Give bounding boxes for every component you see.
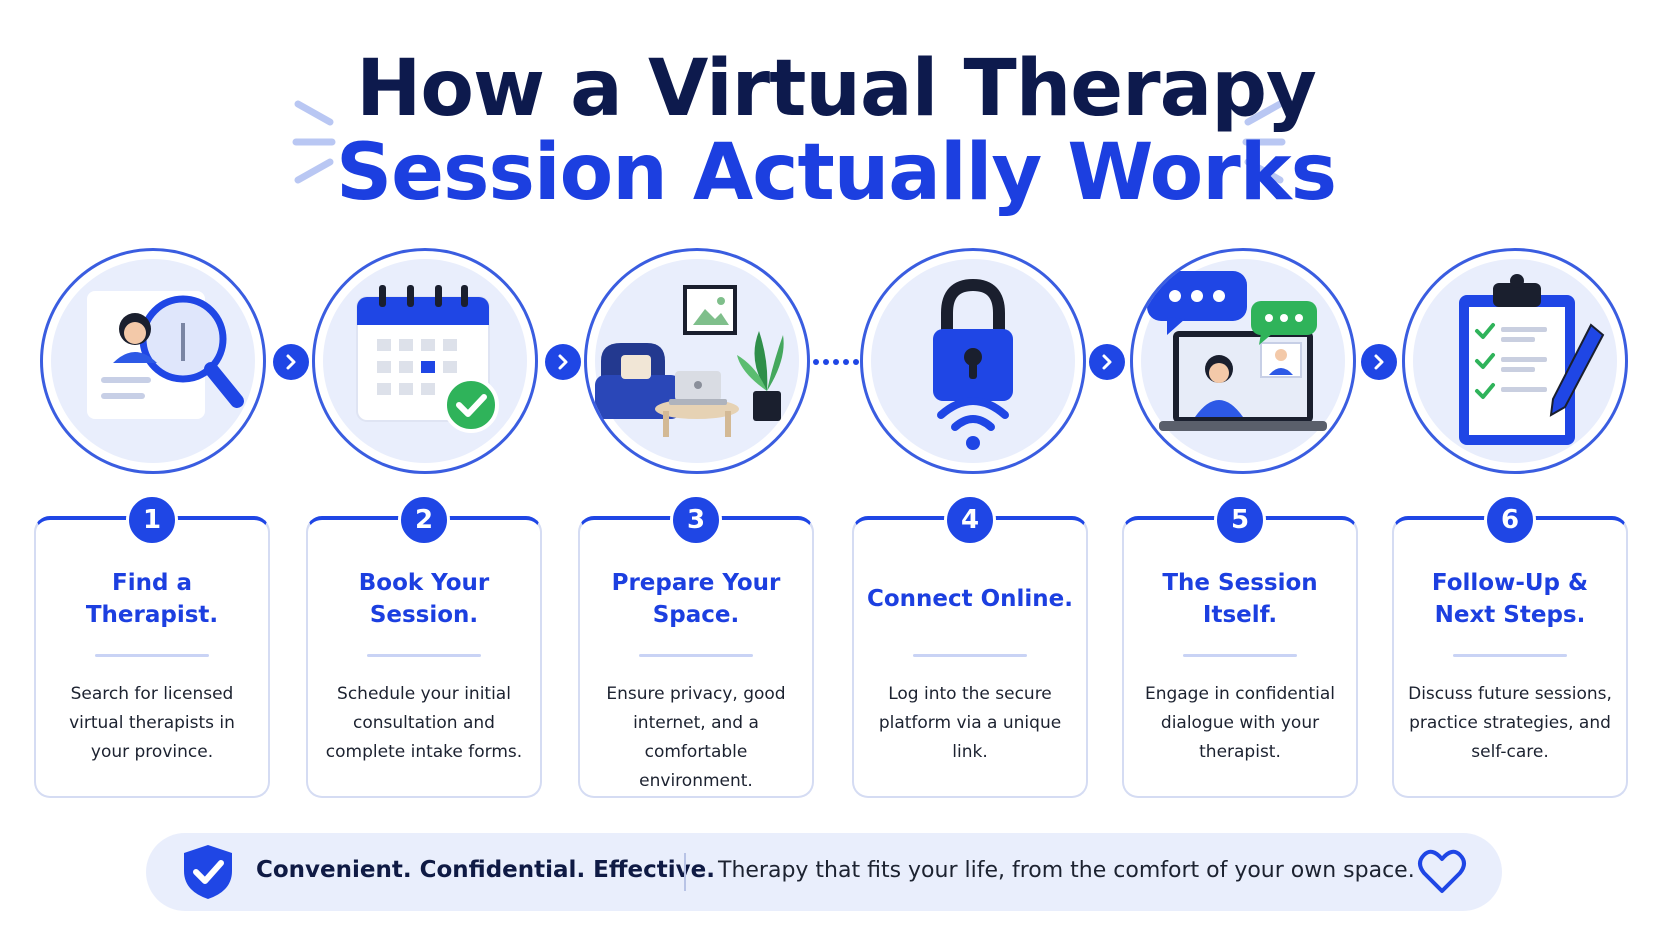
step-card-1: 1 Find a Therapist. Search for licensed … xyxy=(34,494,270,798)
step-card-5: 5 The Session Itself. Engage in confiden… xyxy=(1122,494,1358,798)
step-card-6: 6 Follow-Up & Next Steps. Discuss future… xyxy=(1392,494,1628,798)
card-divider xyxy=(95,654,209,657)
step-description: Schedule your initial consultation and c… xyxy=(325,684,523,762)
step-description: Log into the secure platform via a uniqu… xyxy=(878,684,1062,762)
calendar-check-icon xyxy=(356,285,499,433)
step-4-illustration xyxy=(860,248,1086,474)
page-title-line-1: How a Virtual Therapy xyxy=(356,44,1317,134)
step-6-illustration xyxy=(1402,248,1628,474)
shield-check-icon xyxy=(184,845,232,899)
step-arrow-2 xyxy=(545,344,581,380)
step-number-badge: 2 xyxy=(398,494,450,546)
step-title: Find a Therapist. xyxy=(85,570,219,628)
step-arrow-4 xyxy=(1089,344,1125,380)
step-title: Book Your Session. xyxy=(358,570,490,628)
step-card-2: 2 Book Your Session. Schedule your initi… xyxy=(306,494,542,798)
lock-wifi-icon xyxy=(933,278,1013,450)
step-5-illustration xyxy=(1130,248,1356,474)
left-burst-decoration xyxy=(292,100,336,184)
right-burst-decoration xyxy=(1242,100,1286,184)
step-title: Follow-Up & Next Steps. xyxy=(1431,570,1589,628)
card-divider xyxy=(639,654,753,657)
step-1-illustration xyxy=(40,248,266,474)
chevron-right-icon xyxy=(286,354,296,370)
dotted-connector xyxy=(813,359,859,365)
step-number-badge: 6 xyxy=(1484,494,1536,546)
step-title: Prepare Your Space. xyxy=(611,570,781,628)
step-number-badge: 4 xyxy=(944,494,996,546)
chevron-right-icon xyxy=(1102,354,1112,370)
room-with-laptop-icon xyxy=(595,285,784,437)
banner-tagline: Convenient. Confidential. Effective. xyxy=(256,857,715,883)
heart-icon xyxy=(1418,849,1466,893)
card-divider xyxy=(367,654,481,657)
step-description: Discuss future sessions, practice strate… xyxy=(1408,684,1612,762)
step-3-illustration xyxy=(584,248,810,474)
step-title: The Session Itself. xyxy=(1162,570,1318,628)
step-description: Ensure privacy, good internet, and a com… xyxy=(606,684,786,791)
step-card-3: 3 Prepare Your Space. Ensure privacy, go… xyxy=(578,494,814,798)
step-arrow-1 xyxy=(273,344,309,380)
chevron-right-icon xyxy=(1374,354,1384,370)
banner-separator xyxy=(684,853,686,891)
banner-message: Therapy that fits your life, from the co… xyxy=(718,858,1415,883)
footer-banner: Convenient. Confidential. Effective. The… xyxy=(146,833,1502,911)
card-divider xyxy=(1453,654,1567,657)
clipboard-checklist-icon xyxy=(1459,274,1605,445)
magnifying-glass-profile-icon xyxy=(87,291,244,419)
step-number-badge: 5 xyxy=(1214,494,1266,546)
step-description: Search for licensed virtual therapists i… xyxy=(69,684,235,762)
chevron-right-icon xyxy=(558,354,568,370)
page-title-line-2: Session Actually Works xyxy=(335,128,1337,218)
step-title: Connect Online. xyxy=(866,586,1074,612)
step-arrow-5 xyxy=(1361,344,1397,380)
step-card-4: 4 Connect Online. Log into the secure pl… xyxy=(852,494,1088,798)
step-description: Engage in confidential dialogue with you… xyxy=(1144,684,1336,762)
card-divider xyxy=(913,654,1027,657)
video-call-laptop-icon xyxy=(1147,271,1327,431)
step-2-illustration xyxy=(312,248,538,474)
step-number-badge: 3 xyxy=(670,494,722,546)
card-divider xyxy=(1183,654,1297,657)
step-number-badge: 1 xyxy=(126,494,178,546)
